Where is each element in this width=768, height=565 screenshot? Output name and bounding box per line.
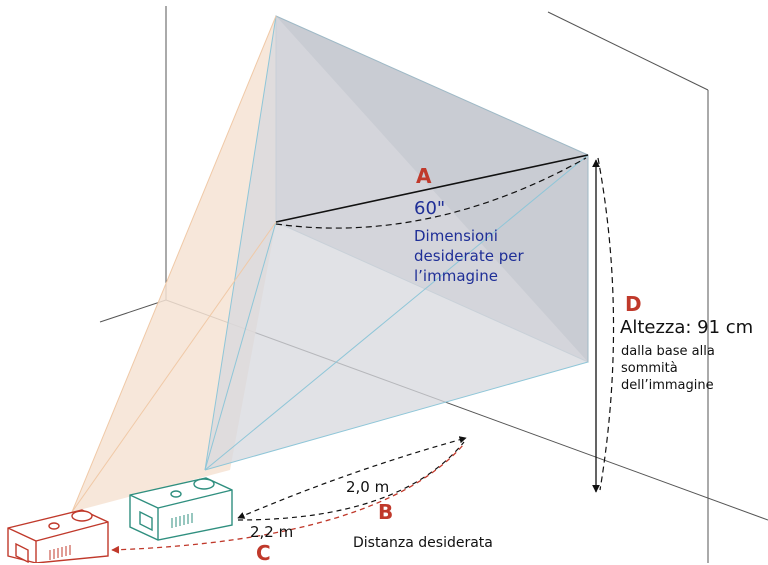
- height-dashed-arc: [597, 157, 615, 491]
- distance-far: 2,2 m: [250, 523, 294, 541]
- label-a: A: [416, 164, 432, 188]
- distance-near-arc: [237, 441, 465, 521]
- label-b: B: [378, 500, 394, 524]
- diagonal-size: 60": [414, 198, 446, 219]
- height-note-line-1: dalla base alla: [621, 344, 715, 359]
- left-floor-edge: [99, 299, 167, 323]
- diagonal-description-line-2: desiderate per: [414, 247, 524, 265]
- height-note: dalla base alla sommità dell’immagine: [621, 343, 715, 394]
- ceiling-line: [547, 11, 709, 91]
- diagonal-dashed-arc: [275, 157, 587, 229]
- diagonal-line: [275, 154, 589, 223]
- diagonal-description: Dimensioni desiderate per l’immagine: [414, 226, 524, 286]
- far-projector: [7, 509, 109, 563]
- distance-near-arrow: [237, 436, 467, 519]
- near-projector: [129, 477, 233, 541]
- near-projector-beam: [205, 16, 588, 470]
- far-beam-edges: [71, 15, 277, 513]
- distance-near: 2,0 m: [346, 478, 390, 496]
- label-d: D: [625, 292, 642, 316]
- diagonal-description-line-3: l’immagine: [414, 267, 498, 285]
- diagonal-description-line-1: Dimensioni: [414, 227, 498, 245]
- height-note-line-2: sommità: [621, 361, 678, 376]
- height-title: Altezza: 91 cm: [620, 317, 754, 338]
- height-note-line-3: dell’immagine: [621, 378, 714, 393]
- label-c: C: [256, 541, 271, 565]
- distance-caption: Distanza desiderata: [353, 535, 493, 551]
